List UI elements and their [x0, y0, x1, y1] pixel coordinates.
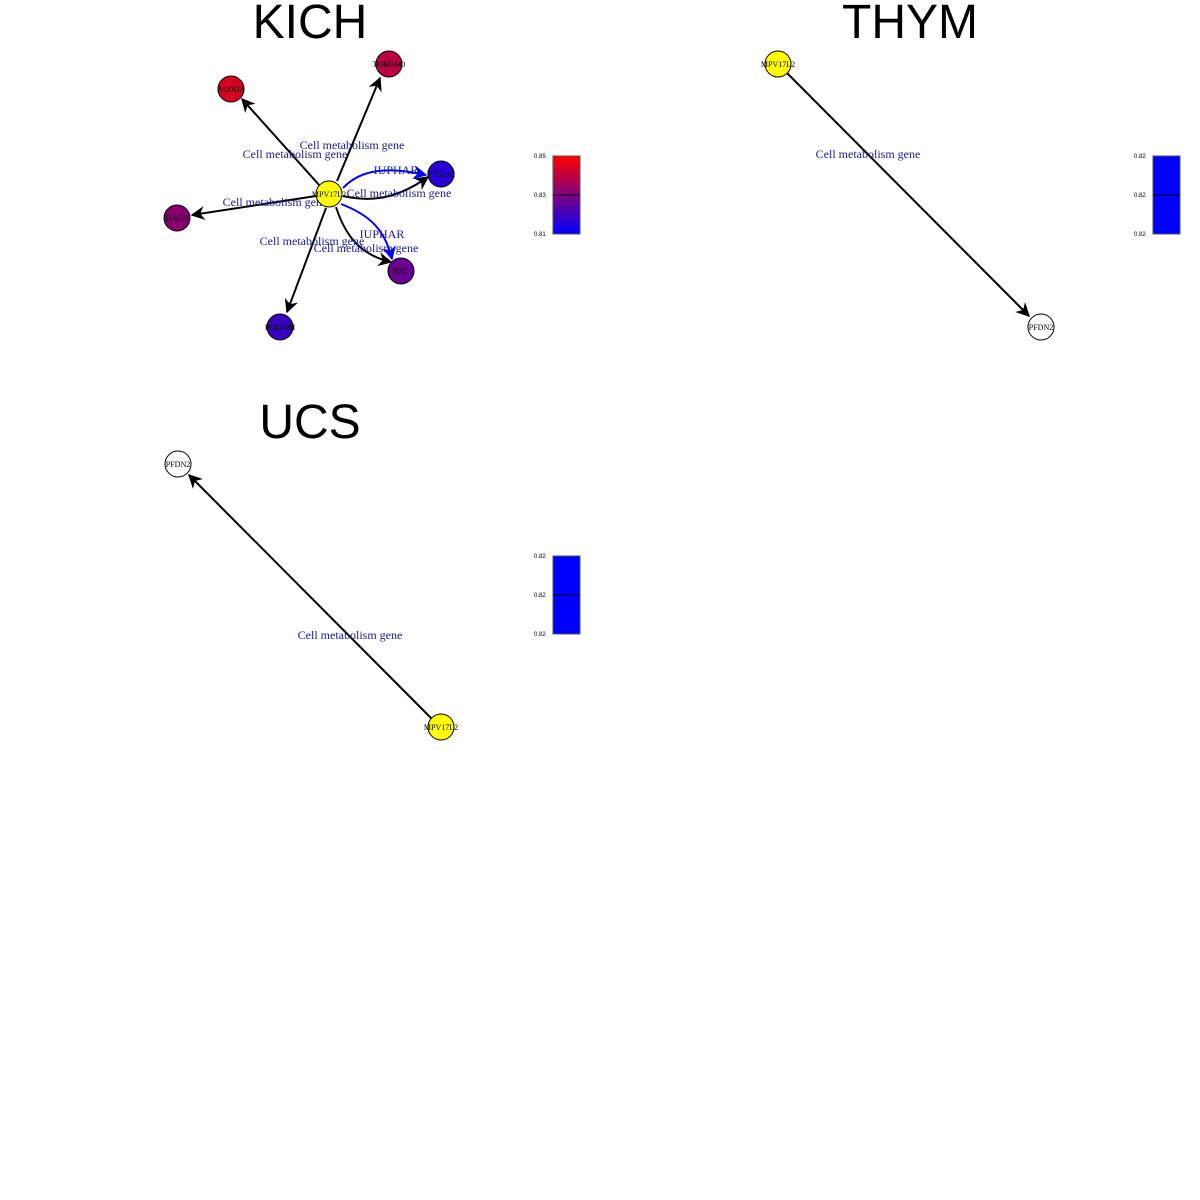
edge-mpv17l2-ptges2-metabolism: [342, 176, 430, 200]
node-label: HAGH: [165, 214, 188, 223]
edge-mpv17l2-ptges2-iuphar: [342, 165, 428, 189]
panel-thym: THYM Cell metabolism gene MPV17L2 PFDN2 …: [761, 0, 1181, 341]
node-mpv17l2[interactable]: MPV17L2: [424, 713, 458, 741]
panel-kich: KICH Cell metabolism gene Cell metabolis…: [163, 0, 581, 341]
node-bsg[interactable]: BSG: [387, 257, 415, 285]
legend-tick-min: 0.82: [534, 632, 546, 638]
edge-label: Cell metabolism gene: [243, 147, 348, 161]
legend-tick-mid: 0.82: [1134, 193, 1146, 199]
node-label: PFDN2: [1029, 323, 1053, 332]
node-circle: [427, 160, 455, 188]
legend-tick-min: 0.82: [1134, 232, 1146, 238]
color-legend: 0.82 0.82 0.82: [1134, 154, 1181, 238]
node-mpv17l2[interactable]: MPV17L2: [312, 180, 346, 208]
color-legend: 0.85 0.83 0.81: [534, 154, 581, 238]
legend-tick-max: 0.85: [534, 154, 546, 160]
node-circle: [764, 50, 792, 78]
node-label: ALDOA: [217, 85, 245, 94]
edge-mpv17l2-bsg-metabolism: [335, 206, 393, 267]
node-hagh[interactable]: HAGH: [163, 204, 191, 232]
legend-tick-max: 0.82: [1134, 154, 1146, 160]
edge-label: Cell metabolism gene: [298, 628, 403, 642]
color-legend: 0.82 0.82 0.82: [534, 554, 581, 638]
node-circle: [315, 180, 343, 208]
legend-tick-mid: 0.82: [534, 593, 546, 599]
node-circle: [1027, 313, 1055, 341]
node-circle: [164, 450, 192, 478]
edge-label: Cell metabolism gene: [223, 195, 328, 209]
node-pfdn2[interactable]: PFDN2: [164, 450, 192, 478]
edge-label: Cell metabolism gene: [260, 234, 365, 248]
node-label: MPV17L2: [761, 60, 795, 69]
panel-title: UCS: [259, 396, 360, 449]
edge-mpv17l2-tomm40: [336, 76, 382, 182]
node-label: MPV17L2: [424, 723, 458, 732]
node-polr2h[interactable]: POLR2H: [265, 313, 295, 341]
edge-mpv17l2-polr2h: [284, 207, 327, 314]
node-circle: [217, 75, 245, 103]
edge-label: IUPHAR: [374, 163, 419, 177]
panel-title: KICH: [253, 0, 368, 49]
legend-tick-max: 0.82: [534, 554, 546, 560]
edge-mpv17l2-aldoa: [241, 97, 321, 187]
legend-tick-mid: 0.83: [534, 193, 546, 199]
node-circle: [427, 713, 455, 741]
node-circle: [163, 204, 191, 232]
edge-label: Cell metabolism gene: [300, 138, 405, 152]
node-label: MPV17L2: [312, 190, 346, 199]
panel-ucs: UCS Cell metabolism gene PFDN2 MPV17L2 0…: [164, 396, 581, 741]
node-label: BSG: [393, 267, 409, 276]
node-label: TOMM40: [373, 60, 406, 69]
node-label: POLR2H: [265, 323, 295, 332]
node-label: PFDN2: [166, 460, 190, 469]
edge-mpv17l2-hagh: [190, 195, 317, 221]
node-label: PTGES2: [427, 170, 455, 179]
node-mpv17l2[interactable]: MPV17L2: [761, 50, 795, 78]
edge-mpv17l2-pfdn2: [188, 474, 432, 719]
edge-label: Cell metabolism gene: [347, 186, 452, 200]
node-circle: [387, 257, 415, 285]
edge-label: Cell metabolism gene: [816, 147, 921, 161]
panel-title: THYM: [842, 0, 978, 49]
node-ptges2[interactable]: PTGES2: [427, 160, 455, 188]
node-pfdn2[interactable]: PFDN2: [1027, 313, 1055, 341]
edge-mpv17l2-pfdn2: [786, 72, 1030, 317]
edge-label: Cell metabolism gene: [314, 241, 419, 255]
edge-label: IUPHAR: [360, 227, 405, 241]
edge-mpv17l2-bsg-iuphar: [340, 203, 396, 261]
node-aldoa[interactable]: ALDOA: [217, 75, 245, 103]
node-circle: [375, 50, 403, 78]
node-tomm40[interactable]: TOMM40: [373, 50, 406, 78]
legend-tick-min: 0.81: [534, 232, 546, 238]
node-circle: [266, 313, 294, 341]
